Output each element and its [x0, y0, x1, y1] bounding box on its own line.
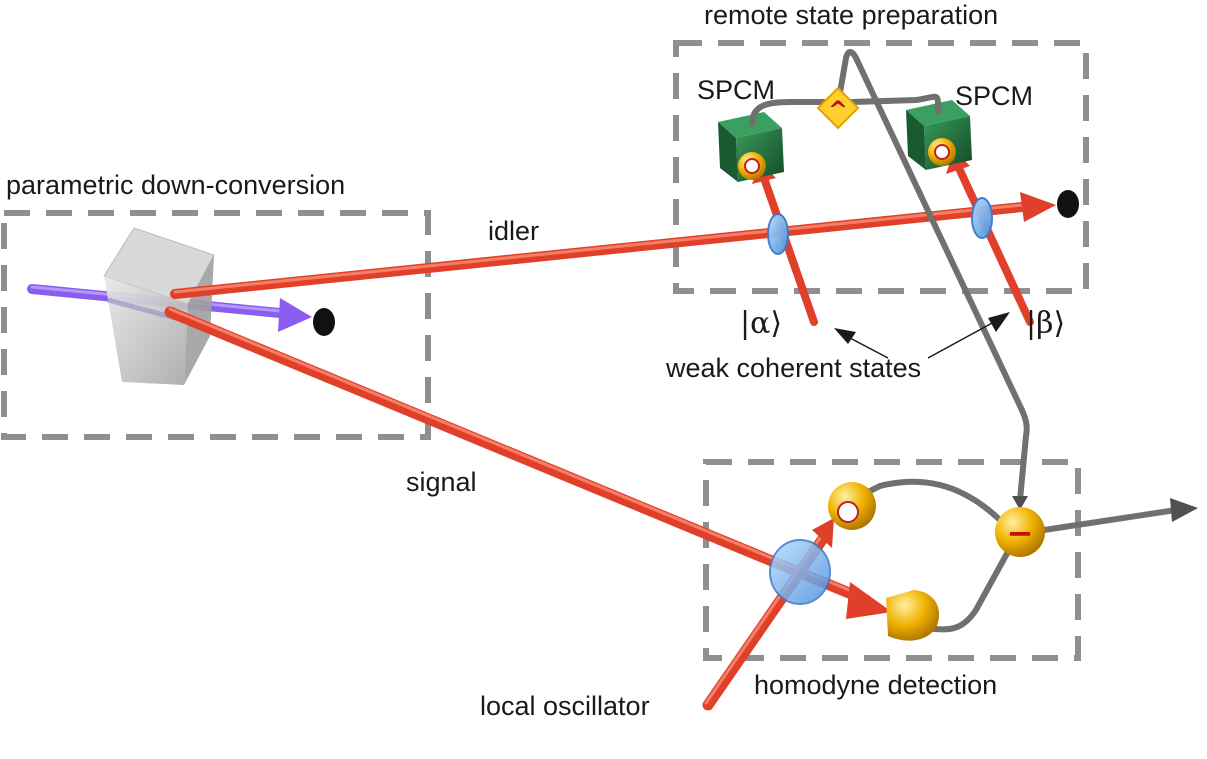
- pointer-arrows: [834, 312, 1010, 359]
- beam-splitter-alpha: [767, 213, 789, 255]
- photodiode-transmitted: [886, 590, 940, 641]
- feed-forward-cable: [835, 49, 1030, 503]
- and-gate-symbol: ^: [828, 96, 848, 124]
- homodyne-title: homodyne detection: [754, 670, 997, 700]
- local-oscillator-label: local oscillator: [480, 691, 650, 721]
- signal-label: signal: [406, 467, 477, 497]
- homodyne-region-box: [703, 459, 1081, 661]
- rsp-title: remote state preparation: [704, 0, 998, 30]
- output-line: [1041, 498, 1198, 533]
- beta-beam: [946, 150, 1034, 326]
- output-arrowhead: [1170, 498, 1198, 522]
- weak-coherent-caption: weak coherent states: [665, 353, 921, 383]
- rsp-region-box: [673, 40, 1089, 294]
- feed-forward-arrowhead: [1012, 496, 1028, 510]
- idler-beam: [170, 190, 1079, 299]
- idler-beam-dump: [1057, 190, 1079, 218]
- idler-arrowhead: [1020, 192, 1056, 222]
- photodiode-reflected: [828, 482, 876, 530]
- alpha-state-label: |α⟩: [740, 306, 782, 341]
- and-gate: ^: [816, 86, 860, 130]
- nonlinear-crystal: [103, 227, 215, 385]
- pdc-region-box: [1, 210, 431, 440]
- beam-splitter-beta: [971, 197, 993, 239]
- signal-beam: [164, 306, 892, 619]
- beta-state-label: |β⟩: [1026, 306, 1065, 341]
- signal-arrowhead: [846, 582, 892, 619]
- subtractor-symbol: −: [1007, 514, 1034, 552]
- lo-arrowhead: [812, 518, 834, 548]
- coincidence-cables: [749, 93, 941, 127]
- spcm-detector-left: [718, 112, 784, 182]
- spcm-right-label: SPCM: [955, 81, 1033, 111]
- pdc-title: parametric down-conversion: [6, 170, 345, 200]
- beam-splitter-homodyne: [769, 539, 831, 605]
- pump-arrowhead: [278, 298, 312, 332]
- idler-label: idler: [488, 216, 539, 246]
- spcm-left-label: SPCM: [697, 75, 775, 105]
- pump-beam-dump: [313, 308, 335, 336]
- subtractor: −: [995, 507, 1045, 557]
